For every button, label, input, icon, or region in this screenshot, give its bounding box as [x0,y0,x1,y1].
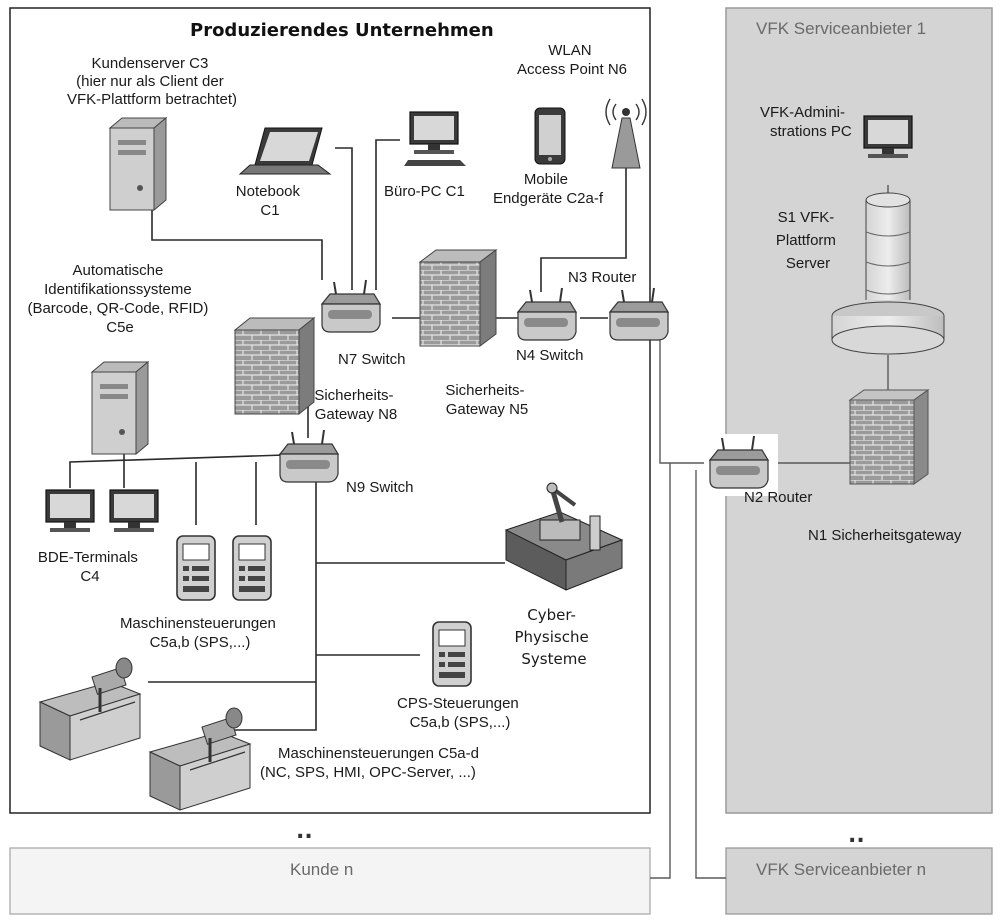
plc-1-icon [176,535,216,601]
notebook-label: Notebook C1 [236,183,304,219]
admin-pc-label: VFK-Admini- strations PC [760,104,852,140]
server-label: S1 VFK- Plattform Server [776,209,840,272]
notebook-icon [238,127,332,175]
provider-n-label: VFK Serviceanbieter n [756,860,926,879]
n8-label: Sicherheits- Gateway N8 [314,387,397,423]
ellipsis-left: .. [296,819,313,844]
kunde-n-panel [9,847,651,915]
auto-id-server-icon [91,361,149,455]
kunde-n-label: Kunde n [290,860,353,879]
provider-title: VFK Serviceanbieter 1 [756,19,926,38]
cps-ctrl-label: CPS-Steuerungen C5a,b (SPS,...) [397,695,523,731]
company-title: Produzierendes Unternehmen [190,20,494,41]
cps-plc-icon [432,621,472,687]
n2-label: N2 Router [744,489,812,506]
n9-label: N9 Switch [346,479,414,496]
customer-server-icon [109,117,167,211]
office-pc-label: Büro-PC C1 [384,183,465,200]
n1-label: N1 Sicherheitsgateway [808,527,962,544]
cps-label: Cyber- Physische Systeme [515,606,594,668]
access-point-icon [605,98,647,169]
provider-n-panel [725,847,993,915]
keyboard-icon [404,160,466,166]
cps-robot-icon [504,482,624,591]
n3-label: N3 Router [568,269,636,286]
customer-server-label: Kundenserver C3 (hier nur als Client der… [67,55,237,108]
connection-lines [69,139,889,879]
n4-label: N4 Switch [516,347,584,364]
ellipsis-right: .. [848,823,865,848]
firewall-n5-icon [418,249,498,347]
firewall-n1-icon [848,389,930,485]
wlan-label: WLAN Access Point N6 [517,42,627,78]
mobile-label: Mobile Endgeräte C2a-f [493,171,604,207]
firewall-n8-icon [233,316,316,416]
n7-label: N7 Switch [338,351,406,368]
smartphone-icon [534,107,566,165]
plc-2-icon [232,535,272,601]
machine-ctrl-2-label: Maschinensteuerungen C5a-d (NC, SPS, HMI… [260,745,483,781]
platform-server-icon [831,192,945,355]
bde-label: BDE-Terminals C4 [38,549,142,585]
n5-label: Sicherheits- Gateway N5 [445,382,528,418]
auto-id-label: Automatische Identifikationssysteme (Bar… [27,262,212,336]
machine-ctrl-label: Maschinensteuerungen C5a,b (SPS,...) [120,615,280,651]
